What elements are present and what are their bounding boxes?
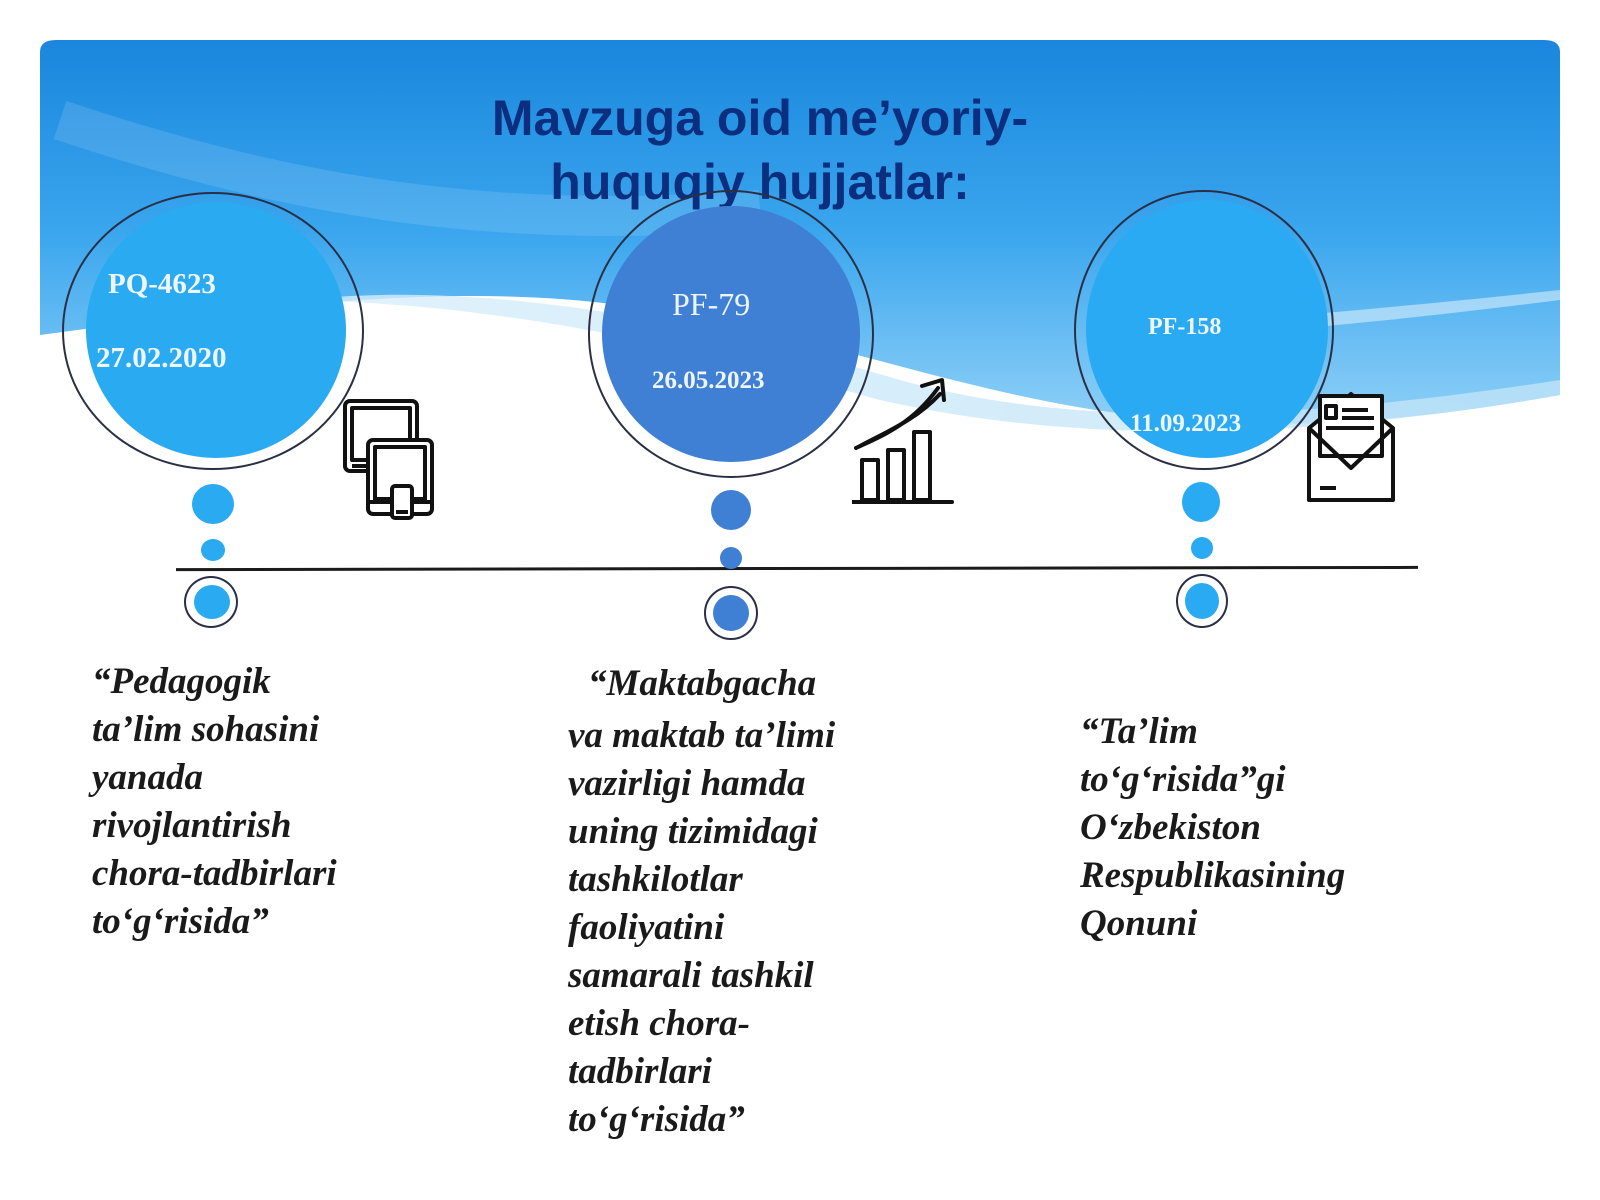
- doc1-circle-ring: [62, 192, 364, 470]
- title-line-1: Mavzuga oid me’yoriy-: [491, 90, 1029, 146]
- doc2-desc-line: to‘g‘risida”: [568, 1099, 745, 1140]
- doc3-date: 11.09.2023: [1130, 410, 1242, 437]
- doc3-code: PF-158: [1148, 314, 1222, 340]
- doc3-circle-ring: [1074, 190, 1334, 470]
- doc2-desc-line: faoliyatini: [568, 907, 725, 948]
- doc2-description: “Maktabgacha va maktab ta’limi vazirligi…: [568, 660, 835, 1144]
- doc3-dot-small: [1191, 537, 1213, 559]
- doc1-desc-line: rivojlantirish: [92, 805, 292, 846]
- doc2-desc-line: va maktab ta’limi: [568, 715, 836, 756]
- doc2-desc-line: tadbirlari: [568, 1051, 712, 1092]
- doc3-desc-line: Respublikasining: [1080, 855, 1346, 896]
- timeline-line: [175, 565, 1419, 572]
- mail-envelope-icon: [1307, 392, 1395, 502]
- doc1-desc-line: ta’lim sohasini: [92, 709, 320, 750]
- doc1-desc-line: “Pedagogik: [92, 661, 271, 702]
- doc2-date: 26.05.2023: [652, 367, 765, 394]
- doc1-desc-line: to‘g‘risida”: [92, 901, 269, 942]
- doc1-circle: [86, 202, 346, 458]
- doc1-dot-small: [201, 539, 225, 561]
- doc1-dot-large: [192, 484, 234, 524]
- doc2-code: PF-79: [672, 286, 751, 322]
- doc2-desc-line: samarali tashkil: [568, 955, 814, 996]
- doc1-date: 27.02.2020: [96, 342, 227, 374]
- doc1-code: PQ-4623: [108, 268, 216, 300]
- doc2-desc-line: uning tizimidagi: [568, 811, 818, 852]
- doc2-dot-large: [711, 490, 751, 530]
- doc2-dot-small: [720, 547, 742, 569]
- doc2-desc-line: “Maktabgacha: [588, 663, 817, 704]
- growth-chart-icon: [852, 378, 954, 504]
- doc3-desc-line: Qonuni: [1080, 903, 1198, 944]
- doc1-desc-line: chora-tadbirlari: [92, 853, 337, 894]
- doc3-dot-large: [1182, 482, 1220, 522]
- doc3-circle: [1086, 200, 1328, 458]
- doc3-description: “Ta’lim to‘g‘risida”gi O‘zbekiston Respu…: [1080, 708, 1345, 948]
- doc1-description: “Pedagogik ta’lim sohasini yanada rivojl…: [92, 658, 337, 946]
- devices-icon: [343, 399, 434, 520]
- doc3-desc-line: O‘zbekiston: [1080, 807, 1261, 848]
- doc2-marker: [713, 595, 749, 631]
- doc2-desc-line: vazirligi hamda: [568, 763, 806, 804]
- doc1-desc-line: yanada: [92, 757, 203, 798]
- doc2-desc-line: etish chora-: [568, 1003, 750, 1044]
- doc2-desc-line: tashkilotlar: [568, 859, 743, 900]
- doc3-desc-line: to‘g‘risida”gi: [1080, 759, 1286, 800]
- doc2-circle-ring: [588, 190, 874, 478]
- doc1-marker: [194, 585, 230, 619]
- doc3-desc-line: “Ta’lim: [1080, 711, 1198, 752]
- doc2-circle: [602, 206, 860, 462]
- doc3-marker: [1185, 583, 1219, 619]
